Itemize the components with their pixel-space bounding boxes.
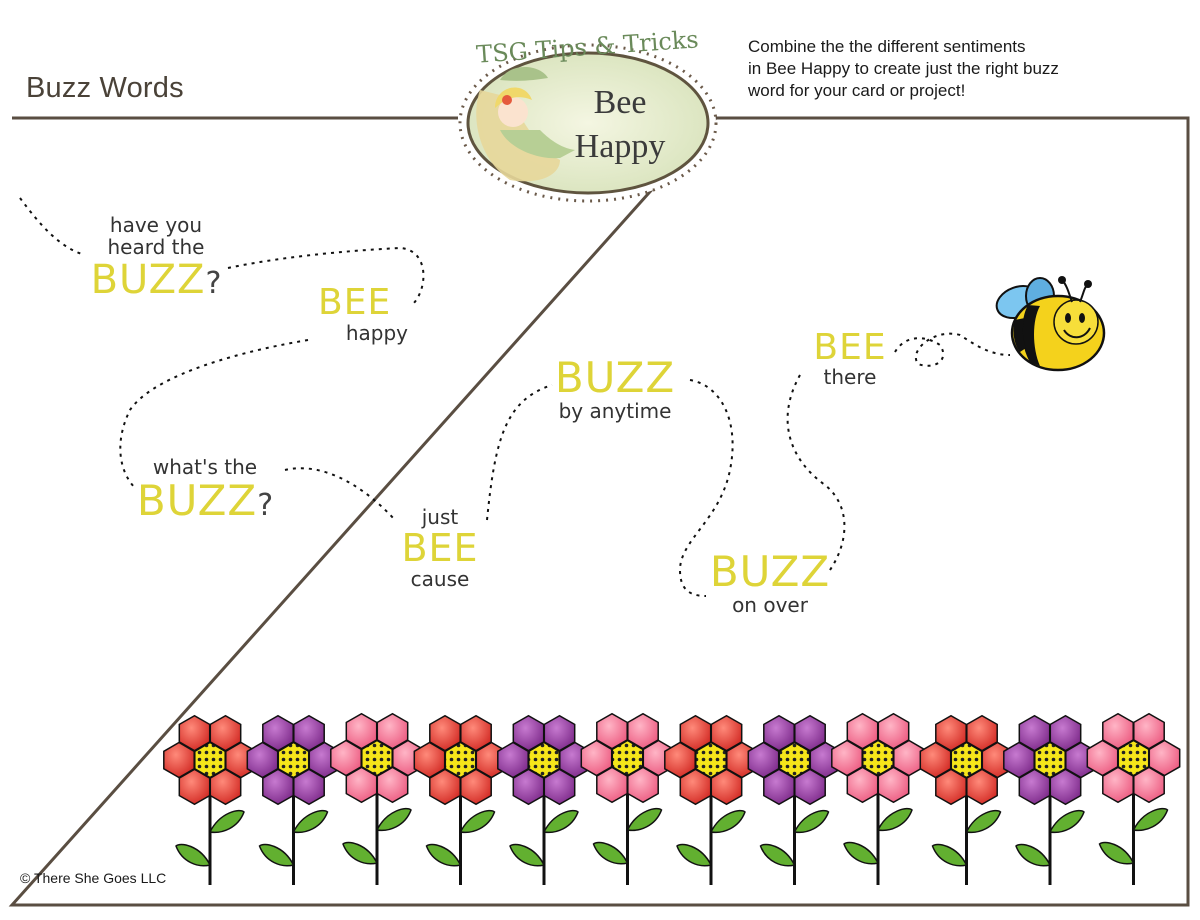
leaf-icon bbox=[965, 809, 1002, 834]
flower-red bbox=[664, 714, 758, 885]
leaf-icon bbox=[759, 843, 796, 867]
page-frame bbox=[8, 116, 1190, 907]
flower-purple bbox=[497, 714, 591, 885]
page-title: Buzz Words bbox=[26, 72, 184, 104]
sentiment-line: by anytime bbox=[558, 399, 672, 423]
flower-pink bbox=[580, 712, 675, 885]
leaf-icon bbox=[425, 843, 462, 867]
flower-purple bbox=[1003, 714, 1097, 885]
intro-text: Combine the the different sentiments in … bbox=[748, 36, 1188, 102]
bee-illustration bbox=[995, 276, 1106, 372]
sentiment-line: happy bbox=[345, 321, 408, 345]
intro-line: word for your card or project! bbox=[748, 81, 966, 100]
leaf-icon bbox=[931, 843, 968, 867]
flower-red bbox=[919, 714, 1014, 885]
badge-bee-text: Bee bbox=[594, 84, 647, 121]
leaf-icon bbox=[793, 809, 830, 834]
sentiment-buzz-on-over: BUZZ on over bbox=[700, 547, 840, 617]
leaf-icon bbox=[676, 843, 713, 867]
sentiment-line: on over bbox=[732, 593, 808, 617]
flower-pink bbox=[1086, 712, 1181, 885]
buzz-word: BUZZ bbox=[136, 476, 258, 525]
leaf-icon bbox=[843, 841, 880, 865]
sentiment-whats-the-buzz: what's the BUZZ? bbox=[130, 456, 280, 524]
sentiment-just-because: just BEE cause bbox=[390, 506, 490, 590]
flower-center-icon bbox=[277, 741, 310, 779]
question-mark: ? bbox=[257, 488, 274, 523]
flower-center-icon bbox=[862, 739, 894, 777]
buzz-word: BUZZ bbox=[709, 547, 831, 596]
leaf-icon bbox=[375, 807, 412, 832]
leaf-icon bbox=[459, 809, 496, 834]
flower-center-icon bbox=[695, 741, 727, 779]
flower-pink bbox=[831, 712, 925, 885]
sentiment-bee-there: BEE there bbox=[800, 327, 900, 389]
flower-purple bbox=[246, 714, 341, 885]
sentiment-line: heard the bbox=[107, 235, 205, 259]
sentiment-bee-happy: BEE happy bbox=[314, 282, 414, 345]
leaf-icon bbox=[509, 843, 546, 867]
tips-badge bbox=[458, 43, 718, 203]
question-mark: ? bbox=[205, 266, 222, 301]
leaf-icon bbox=[1015, 843, 1052, 867]
flower-red bbox=[163, 714, 257, 885]
intro-line: Combine the the different sentiments bbox=[748, 37, 1026, 56]
leaf-icon bbox=[208, 809, 245, 834]
sentiment-line: what's the bbox=[152, 455, 258, 479]
flower-center-icon bbox=[361, 739, 393, 777]
leaf-icon bbox=[292, 809, 329, 834]
sentiment-line: just bbox=[421, 505, 459, 529]
flower-center-icon bbox=[444, 741, 477, 779]
buzz-word: BUZZ bbox=[554, 353, 676, 402]
flower-center-icon bbox=[1034, 741, 1066, 779]
dotted-trail bbox=[19, 197, 1011, 597]
flower-purple bbox=[747, 714, 842, 885]
leaf-icon bbox=[342, 841, 379, 865]
flower-center-icon bbox=[1117, 739, 1150, 777]
bee-word: BEE bbox=[813, 327, 887, 368]
leaf-icon bbox=[258, 843, 295, 867]
sentiment-have-you-heard: have you heard the BUZZ? bbox=[86, 214, 226, 302]
flower-red bbox=[413, 714, 508, 885]
sentiment-line: there bbox=[823, 365, 877, 389]
girl-illustration bbox=[476, 67, 575, 182]
flower-center-icon bbox=[528, 741, 560, 779]
leaf-icon bbox=[709, 809, 746, 834]
copyright-footer: © There She Goes LLC bbox=[20, 870, 167, 886]
leaf-icon bbox=[1048, 809, 1085, 834]
leaf-icon bbox=[1098, 841, 1135, 865]
flower-pink bbox=[330, 712, 424, 885]
sentiment-line: have you bbox=[109, 213, 203, 237]
flower-center-icon bbox=[194, 741, 226, 779]
flower-center-icon bbox=[950, 741, 983, 779]
sentiment-buzz-by-anytime: BUZZ by anytime bbox=[540, 353, 690, 423]
badge-happy-text: Happy bbox=[575, 128, 666, 165]
bee-word: BEE bbox=[318, 282, 392, 323]
flower-center-icon bbox=[778, 741, 811, 779]
leaf-icon bbox=[1132, 807, 1169, 832]
intro-line: in Bee Happy to create just the right bu… bbox=[748, 59, 1059, 78]
flower-border bbox=[163, 712, 1181, 885]
leaf-icon bbox=[542, 809, 579, 834]
flower-center-icon bbox=[611, 739, 644, 777]
buzz-word: BUZZ bbox=[90, 257, 206, 303]
bee-word: BEE bbox=[401, 526, 479, 570]
leaf-icon bbox=[175, 843, 212, 867]
sentiment-line: cause bbox=[410, 567, 470, 591]
leaf-icon bbox=[626, 807, 663, 832]
leaf-icon bbox=[592, 841, 629, 865]
leaf-icon bbox=[876, 807, 913, 832]
